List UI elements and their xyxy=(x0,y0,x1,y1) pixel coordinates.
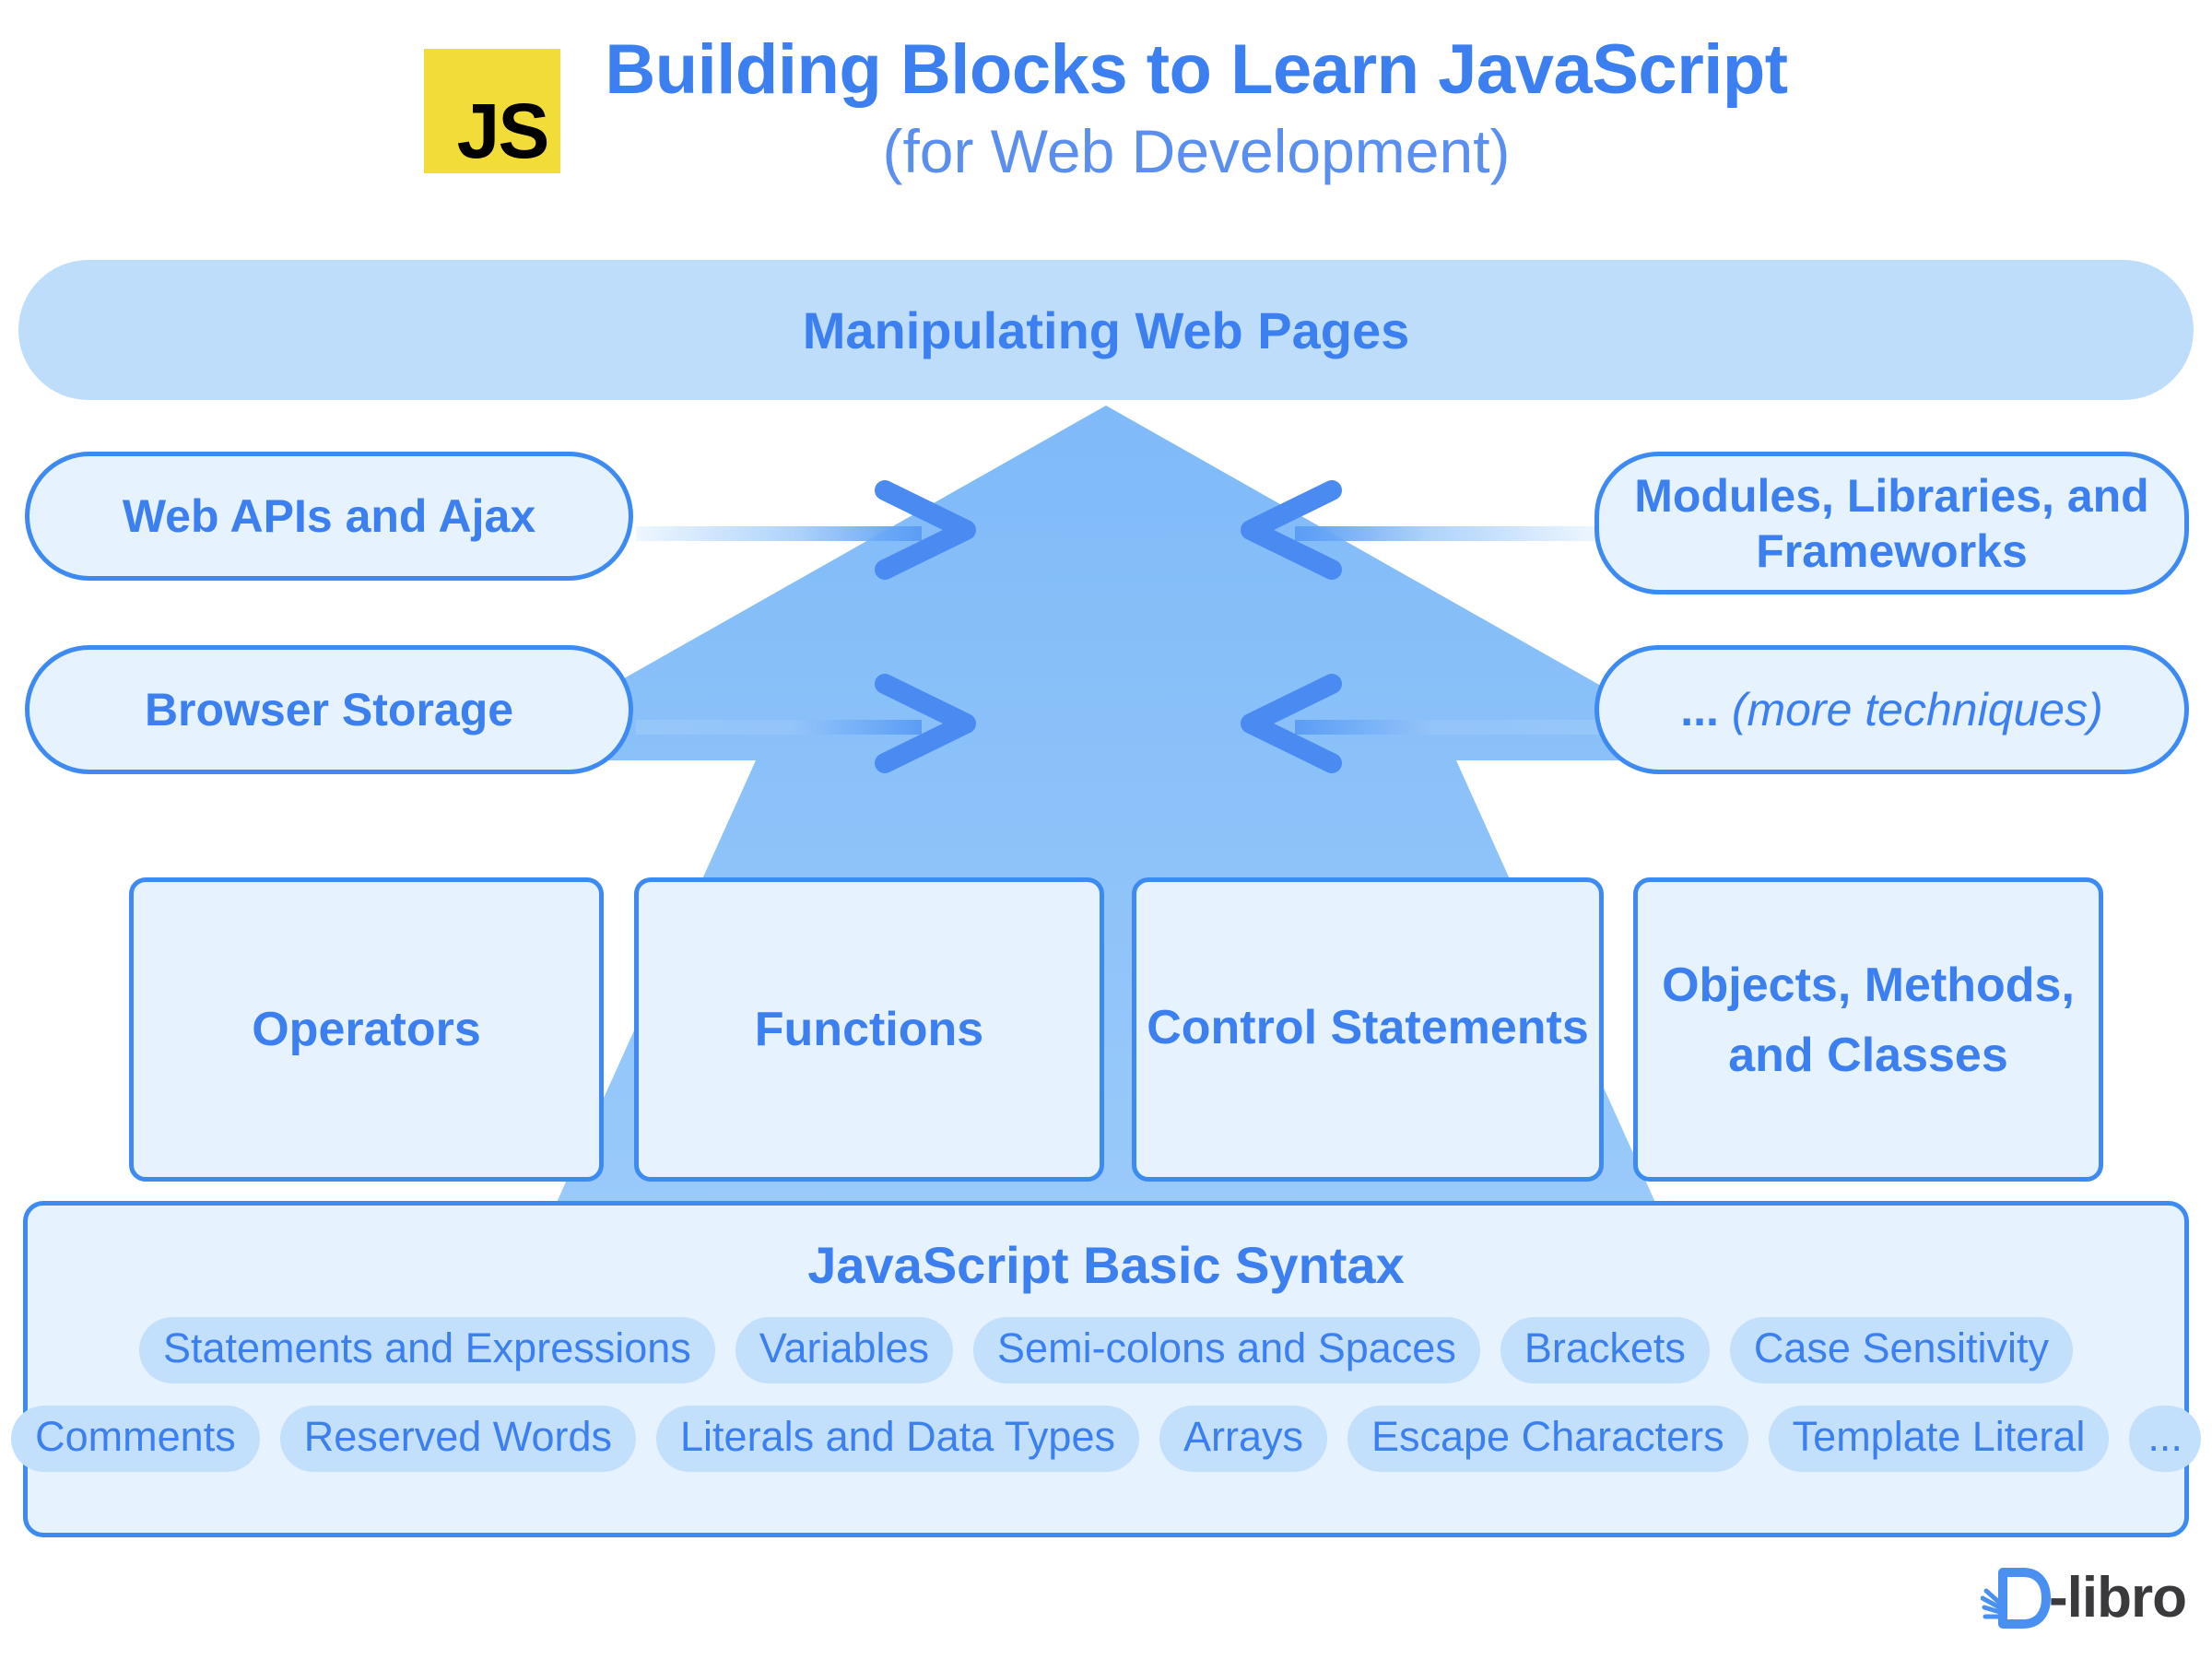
box-label: Objects, Methods, and Classes xyxy=(1662,959,2075,1082)
syntax-tag-row: Comments Reserved Words Literals and Data … xyxy=(11,1406,2201,1472)
connector-line-modules xyxy=(1295,526,1599,541)
syntax-tag[interactable]: Escape Characters xyxy=(1347,1406,1748,1472)
syntax-tag[interactable]: Reserved Words xyxy=(279,1406,637,1472)
syntax-tag[interactable]: ... xyxy=(2129,1406,2201,1472)
box-functions[interactable]: Functions xyxy=(634,877,1104,1182)
javascript-logo-icon: JS xyxy=(424,49,561,174)
pill-more-techniques[interactable]: ... (more techniques) xyxy=(1594,645,2189,774)
syntax-tag[interactable]: Comments xyxy=(11,1406,260,1472)
box-label: Functions xyxy=(754,1003,984,1056)
title-block: Building Blocks to Learn JavaScript (for… xyxy=(605,28,1788,190)
page-subtitle: (for Web Development) xyxy=(882,117,1511,185)
box-objects-methods-and-classes[interactable]: Objects, Methods, and Classes xyxy=(1633,877,2103,1182)
pill-label: Web APIs and Ajax xyxy=(122,490,536,542)
syntax-tag[interactable]: Literals and Data Types xyxy=(656,1406,1139,1472)
syntax-tag[interactable]: Semi-colons and Spaces xyxy=(973,1317,1480,1383)
dlibro-wordmark: -libro xyxy=(2049,1566,2187,1630)
syntax-panel-title: JavaScript Basic Syntax xyxy=(807,1236,1405,1294)
pill-label-ellipsis: ... xyxy=(1680,684,1719,735)
pill-modules-libraries-and-frameworks[interactable]: Modules, Libraries, and Frameworks xyxy=(1594,452,2189,594)
banner-label: Manipulating Web Pages xyxy=(802,300,1410,359)
chevron-left-icon-bottom xyxy=(1241,674,1342,773)
box-operators[interactable]: Operators xyxy=(129,877,604,1182)
javascript-logo-label: JS xyxy=(456,88,550,174)
pill-web-apis-and-ajax[interactable]: Web APIs and Ajax xyxy=(25,452,633,581)
pill-label: Modules, Libraries, and Frameworks xyxy=(1634,469,2149,577)
pill-browser-storage[interactable]: Browser Storage xyxy=(25,645,633,774)
box-label: Operators xyxy=(252,1003,481,1056)
box-control-statements[interactable]: Control Statements xyxy=(1132,877,1604,1182)
pill-label: Browser Storage xyxy=(144,684,514,735)
connector-line-browser-storage xyxy=(636,720,922,735)
syntax-tag-row: Statements and Expressions Variables Semi-… xyxy=(28,1317,2184,1383)
pill-label-italic: (more techniques) xyxy=(1731,684,2103,735)
connector-line-more-techniques xyxy=(1295,720,1599,735)
page-title: Building Blocks to Learn JavaScript xyxy=(605,30,1788,109)
syntax-tag[interactable]: Statements and Expressions xyxy=(138,1317,715,1383)
chevron-left-icon-top xyxy=(1241,480,1342,580)
connector-line-web-apis xyxy=(636,526,922,541)
header: JS Building Blocks to Learn JavaScript (… xyxy=(0,28,2212,230)
syntax-tag[interactable]: Template Literal xyxy=(1768,1406,2110,1472)
pill-label: ... (more techniques) xyxy=(1680,682,2103,737)
syntax-tag[interactable]: Case Sensitivity xyxy=(1729,1317,2074,1383)
chevron-right-icon-bottom xyxy=(875,674,976,773)
syntax-tag[interactable]: Brackets xyxy=(1500,1317,1710,1383)
syntax-tag[interactable]: Arrays xyxy=(1159,1406,1327,1472)
dlibro-logo: -libro xyxy=(1981,1566,2187,1630)
syntax-tag[interactable]: Variables xyxy=(735,1317,954,1383)
box-label: Control Statements xyxy=(1147,1001,1589,1054)
manipulating-web-pages-banner: Manipulating Web Pages xyxy=(18,260,2194,400)
javascript-basic-syntax-panel: JavaScript Basic Syntax Statements and E… xyxy=(11,1201,2201,1537)
dlibro-mark-icon xyxy=(1981,1568,2052,1629)
chevron-right-icon-top xyxy=(875,480,976,580)
